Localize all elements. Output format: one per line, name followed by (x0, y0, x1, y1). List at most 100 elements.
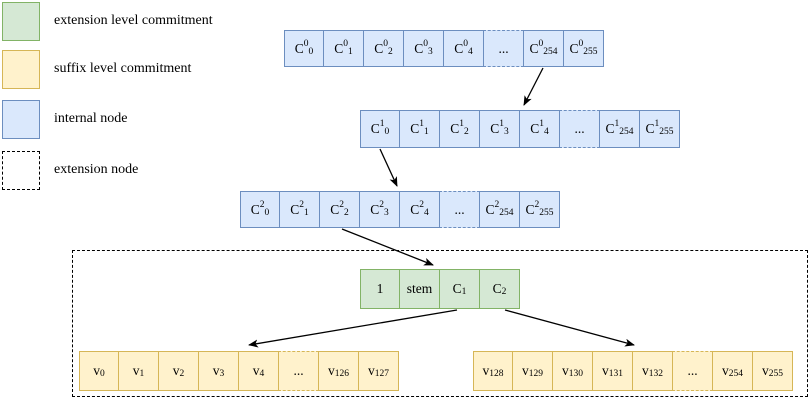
cell-superscript: 0 (538, 38, 544, 49)
cell-superscript: 1 (419, 119, 424, 130)
node-cell-stem: stem (399, 269, 440, 309)
cell-superscript: 2 (419, 199, 424, 210)
legend-label: internal node (54, 111, 128, 126)
cell-subscript: 4 (259, 369, 265, 380)
suffix-level-commitment-swatch (2, 49, 40, 89)
internal-node-swatch (2, 99, 40, 139)
cell-text: C (569, 40, 579, 56)
cell-subscript: 126 (334, 369, 349, 380)
cell-text: C (410, 121, 420, 137)
cell-text: C (529, 40, 539, 56)
cell-superscript: 0 (303, 38, 309, 49)
cell-text: ... (498, 40, 509, 56)
cell-subscript: 4 (544, 127, 549, 138)
cell-superscript: 1 (499, 119, 504, 130)
cell-subscript: 1 (348, 46, 353, 57)
cell-subscript: 255 (659, 127, 674, 138)
cell-superscript: 0 (578, 38, 584, 49)
cell-text: v (212, 363, 220, 379)
node-cell-ellipsis: ... (439, 191, 480, 228)
cell-subscript: 254 (728, 369, 743, 380)
cell-text: C (605, 121, 615, 137)
cell-text: C (492, 281, 502, 297)
cell-superscript: 2 (339, 199, 344, 210)
cell-text: stem (406, 281, 433, 297)
cell-subscript: 2 (501, 287, 507, 298)
cell-superscript: 0 (383, 38, 388, 49)
cell-text: C (490, 121, 500, 137)
cell-text: C (452, 281, 462, 297)
cell-text: ... (574, 121, 585, 137)
cell-subscript: 2 (464, 127, 469, 138)
cell-text: v (328, 363, 335, 379)
legend-item-suffix-level-commitment: suffix level commitment (2, 49, 191, 89)
cell-text: v (602, 363, 609, 379)
cell-text: C (294, 40, 304, 56)
legend-label: extension node (54, 162, 139, 177)
cell-subscript: 255 (539, 207, 554, 218)
cell-subscript: 4 (424, 207, 429, 218)
cell-text: v (482, 363, 490, 379)
cell-superscript: 2 (494, 199, 500, 210)
cell-text: v (762, 363, 769, 379)
extension-level-commitment-swatch (2, 1, 40, 41)
cell-subscript: 0 (308, 46, 314, 57)
cell-text: C (370, 121, 380, 137)
arrow-level0-to-level1 (523, 67, 544, 106)
cell-text: C (454, 40, 464, 56)
cell-text: v (132, 363, 140, 379)
cell-superscript: 1 (539, 119, 544, 130)
node-cell-1: 1 (360, 269, 400, 309)
node-cell-ellipsis: ... (278, 351, 319, 391)
cell-subscript: 254 (543, 46, 558, 57)
cell-subscript: 127 (374, 369, 389, 380)
legend-label: extension level commitment (54, 13, 213, 28)
node-cell-ellipsis: ... (559, 110, 600, 148)
cell-text: C (374, 40, 384, 56)
cell-text: C (645, 121, 655, 137)
cell-text: C (530, 121, 540, 137)
legend-item-internal-node: internal node (2, 99, 127, 139)
cell-subscript: 254 (619, 127, 634, 138)
cell-subscript: 254 (499, 207, 514, 218)
cell-superscript: 2 (259, 199, 265, 210)
legend-item-extension-level-commitment: extension level commitment (2, 1, 213, 41)
cell-text: v (93, 363, 100, 379)
cell-text: C (485, 201, 495, 217)
cell-subscript: 2 (388, 46, 393, 57)
cell-subscript: 1 (304, 207, 309, 218)
cell-superscript: 1 (379, 119, 385, 130)
cell-text: v (522, 363, 529, 379)
cell-text: v (172, 363, 180, 379)
cell-superscript: 2 (534, 199, 540, 210)
